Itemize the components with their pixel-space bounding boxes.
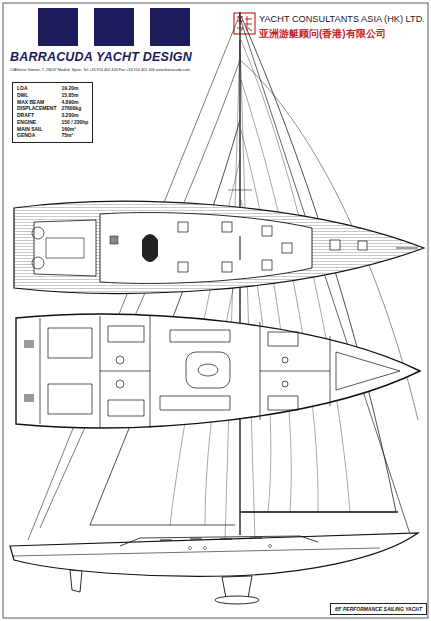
rudder [70, 570, 82, 592]
deckhouse [120, 536, 318, 546]
wheel [32, 257, 44, 269]
spec-name: DWL [17, 93, 56, 99]
spec-name: LOA [17, 86, 56, 92]
spec-value: 27600kg [61, 106, 88, 112]
sheet-border [3, 3, 428, 618]
brand-squares [38, 8, 190, 46]
spec-value: 4.890m [61, 100, 88, 106]
spec-name: GENOA [17, 133, 56, 139]
coachroof [100, 213, 312, 284]
spec-value: 160m² [61, 127, 88, 133]
companionway [142, 234, 158, 262]
cockpit [34, 220, 96, 276]
spec-name: MAX BEAM [17, 100, 56, 106]
spec-name: DRAFT [17, 113, 56, 119]
interior-plan [16, 314, 420, 428]
company-name: YACHT CONSULTANTS ASIA (HK) LTD. [259, 14, 425, 24]
wheel [32, 227, 44, 239]
spec-value: 75m² [61, 133, 88, 139]
bulb [215, 596, 259, 604]
deck-plan [14, 201, 424, 293]
spec-name: ENGINE [17, 120, 56, 126]
title-block: 65' PERFORMANCE SAILING YACHT [330, 603, 427, 615]
brand-title: BARRACUDA YACHT DESIGN [10, 50, 192, 64]
boom [240, 511, 398, 512]
spinnaker [40, 60, 240, 528]
address-line: C/Alfonso Gómez, 7, 28037 Madrid, Spain.… [10, 68, 190, 72]
spec-table: LOA 19.20mDWL 15.85mMAX BEAM 4.890mDISPLACE… [12, 82, 93, 143]
company-name-chinese: 亚洲游艇顾问(香港)有限公司 [259, 27, 386, 41]
spec-name: MAIN SAIL [17, 127, 56, 133]
drawing-title: 65' PERFORMANCE SAILING YACHT [335, 606, 422, 612]
spec-value: 19.20m [61, 86, 88, 92]
hatches [178, 222, 367, 272]
spec-value: 150 / 230hp [61, 120, 88, 126]
spec-value: 3.200m [61, 113, 88, 119]
keel [222, 576, 252, 598]
spec-value: 15.85m [61, 93, 88, 99]
hull-profile [10, 533, 418, 604]
fittings [24, 340, 34, 402]
spec-name: DISPLACEMENT [17, 106, 56, 112]
